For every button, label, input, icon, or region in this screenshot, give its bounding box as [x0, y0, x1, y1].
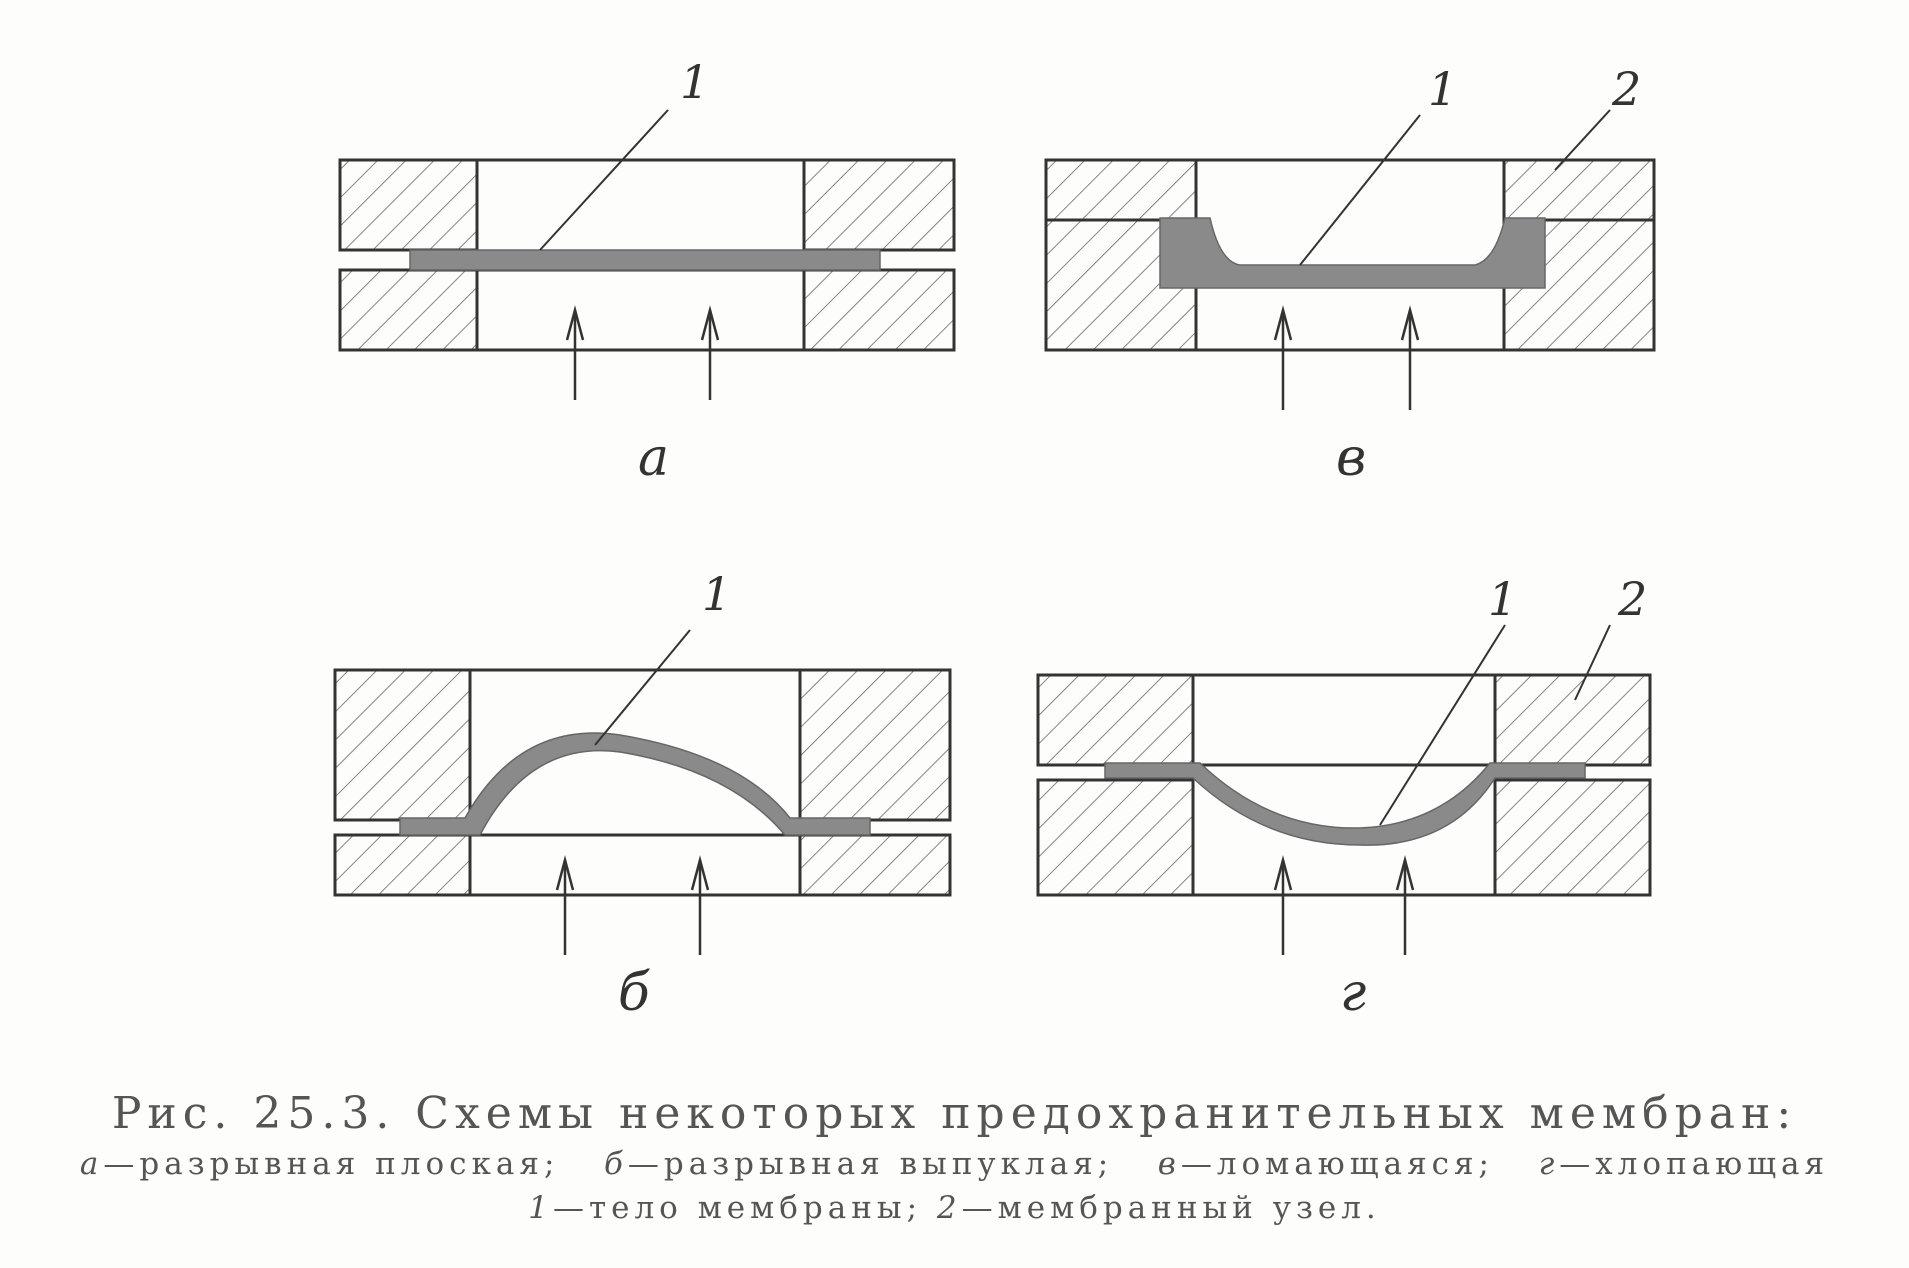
membrane-body — [409, 249, 881, 271]
flange-block — [1044, 158, 1198, 222]
legend-key-g: г — [1538, 1146, 1560, 1182]
panel-letter-v: в — [1336, 428, 1366, 488]
legend-key-a: а — [79, 1146, 104, 1182]
label-1: 1 — [1428, 62, 1457, 116]
legend-key-b: б — [603, 1146, 628, 1182]
flange-block — [1493, 778, 1652, 897]
panel-letter-g: г — [1340, 963, 1366, 1023]
flange-block — [338, 158, 479, 252]
label-1: 1 — [702, 567, 731, 621]
caption-legend-line-1: а—разрывная плоская; б—разрывная выпукла… — [0, 1146, 1909, 1182]
pressure-arrows — [565, 305, 720, 400]
figure-caption-title: Рис. 25.3. Схемы некоторых предохранител… — [111, 1088, 1798, 1139]
panel-a — [338, 109, 956, 400]
pressure-arrows — [1273, 305, 1420, 410]
legend-key-1: 1 — [528, 1190, 553, 1226]
membrane-body — [1104, 762, 1586, 846]
flange-block — [338, 268, 479, 352]
flange-block — [1036, 673, 1195, 767]
legend-text-g: —хлопающая — [1559, 1146, 1830, 1182]
label-2: 2 — [1617, 572, 1647, 626]
legend-key-2: 2 — [936, 1190, 962, 1226]
pressure-arrows — [555, 855, 710, 955]
legend-key-v: в — [1157, 1146, 1181, 1182]
legend-text-2: —мембранный узел. — [961, 1190, 1381, 1226]
flange-block — [802, 268, 956, 352]
legend-text-b: —разрывная выпуклая; — [627, 1146, 1114, 1182]
label-1: 1 — [680, 55, 709, 109]
flange-block — [802, 158, 956, 252]
legend-text-1: —тело мембраны; — [552, 1190, 923, 1226]
legend-text-a: —разрывная плоская; — [103, 1146, 560, 1182]
panel-b — [333, 629, 952, 955]
legend-text-v: —ломающаяся; — [1180, 1146, 1494, 1182]
panel-g — [1036, 624, 1652, 955]
panel-v — [1044, 109, 1656, 410]
pressure-arrows — [1273, 855, 1415, 955]
flange-block — [333, 833, 472, 897]
label-2: 2 — [1611, 62, 1641, 116]
label-1: 1 — [1488, 572, 1517, 626]
flange-block — [1036, 778, 1195, 897]
flange-block — [1502, 158, 1656, 222]
flange-block — [333, 668, 472, 822]
membrane-body — [1159, 217, 1546, 289]
caption-legend-line-2: 1—тело мембраны; 2—мембранный узел. — [0, 1190, 1909, 1226]
flange-block — [798, 668, 952, 822]
membrane-body — [399, 732, 871, 836]
flange-block — [798, 833, 952, 897]
panel-letter-a: а — [638, 428, 669, 488]
flange-block — [1493, 673, 1652, 767]
panel-letter-b: б — [618, 963, 650, 1023]
